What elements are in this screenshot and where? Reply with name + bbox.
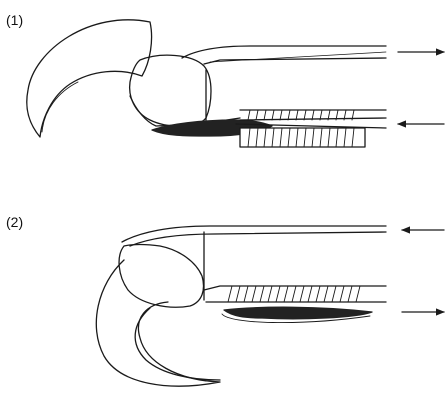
panel-2-drawing (96, 226, 444, 386)
panel-2-claw (96, 260, 220, 386)
panel-1-drawing (27, 20, 444, 147)
panel-2-dark-mass (224, 307, 372, 319)
panel-1-claw (27, 20, 152, 137)
panel-2-head (119, 245, 203, 308)
